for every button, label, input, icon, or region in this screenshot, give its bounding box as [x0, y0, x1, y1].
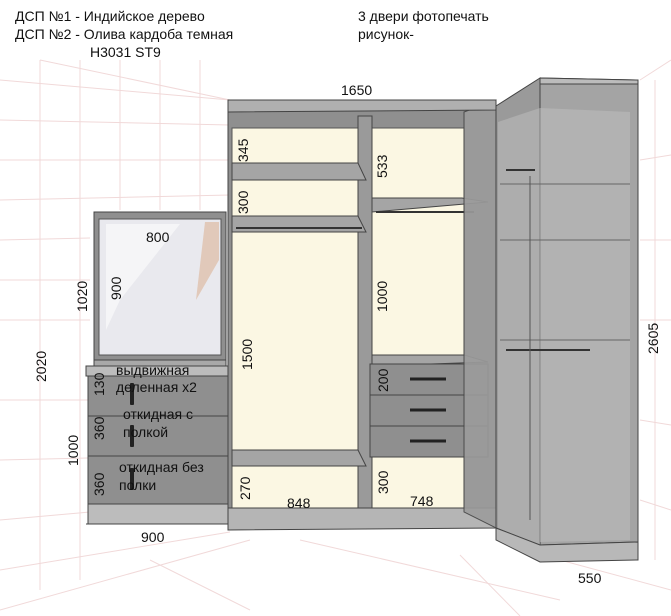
dim-corner-depth: 550: [578, 570, 602, 586]
note-drawer3-line2: полки: [119, 477, 156, 493]
dim-bottom-300: 300: [375, 470, 391, 494]
dim-total-left: 2020: [33, 351, 49, 382]
drawer-notes: выдвижная деленная х2 откидная с полкой …: [116, 362, 204, 493]
note-print: рисунок-: [358, 26, 414, 42]
wardrobe-main: [227, 99, 497, 531]
dresser-drawer-3: [87, 455, 229, 505]
dim-drawer-130: 130: [91, 372, 107, 396]
dim-section-848: 848: [287, 495, 311, 511]
header-line-3: Н3031 ST9: [90, 44, 161, 60]
dimension-labels: 1650 800 900 1020 2020 1000 900 345 300 …: [33, 82, 661, 586]
dresser-drawer-1: [87, 375, 229, 417]
dim-mirror-height: 900: [108, 276, 124, 300]
dim-drawer-360-a: 360: [91, 416, 107, 440]
dim-dresser-width: 900: [141, 529, 165, 545]
header-line-2: ДСП №2 - Олива кардоба темная: [15, 26, 234, 42]
note-doors: 3 двери фотопечать: [358, 8, 489, 24]
wardrobe-corner: [495, 77, 639, 563]
dresser: [85, 211, 230, 525]
dim-dresser-height: 1000: [65, 435, 81, 466]
dim-corner-height: 2605: [645, 323, 661, 354]
handle-icon: [130, 425, 134, 447]
dim-section-1000: 1000: [374, 281, 390, 312]
dim-hang-1500: 1500: [239, 339, 255, 370]
note-drawer2-line2: полкой: [123, 424, 168, 440]
dim-shelf-300: 300: [235, 190, 251, 214]
dim-drawer-360-b: 360: [91, 472, 107, 496]
note-drawer3-line1: откидная без: [119, 459, 204, 475]
dim-section-748: 748: [410, 493, 434, 509]
dresser-drawer-2: [87, 415, 229, 457]
dim-shelf-345: 345: [235, 138, 251, 162]
header-line-1: ДСП №1 - Индийское дерево: [15, 8, 205, 24]
background-grid: [0, 59, 671, 616]
handle-icon: [130, 383, 134, 405]
dim-bottom-270: 270: [237, 476, 253, 500]
note-drawer1-line2: деленная х2: [116, 379, 197, 395]
handle-icon: [130, 468, 134, 490]
dim-shelf-533: 533: [374, 154, 390, 178]
dim-mirror-width: 800: [146, 229, 170, 245]
dim-drawers-200: 200: [375, 368, 391, 392]
left-interior: [231, 127, 363, 509]
note-drawer2-line1: откидная с: [123, 406, 193, 422]
dim-top-width: 1650: [341, 82, 372, 98]
dim-dresser-top: 1020: [74, 281, 90, 312]
note-drawer1-line1: выдвижная: [116, 362, 189, 378]
